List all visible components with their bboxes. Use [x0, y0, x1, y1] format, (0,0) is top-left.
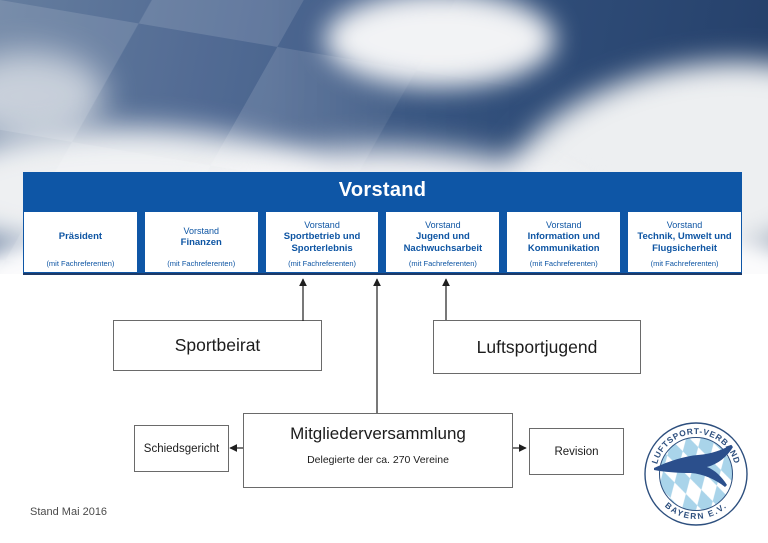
stand-date-label: Stand Mai 2016 — [30, 506, 108, 518]
mitgliederversammlung-box: Mitgliederversammlung Delegierte der ca.… — [243, 413, 513, 488]
revision-label: Revision — [554, 445, 599, 458]
vorstand-title: Vorstand — [338, 179, 427, 201]
luftsportjugend-box: Luftsportjugend — [433, 320, 641, 374]
board-box-pre: Vorstand — [666, 220, 703, 231]
logo-lozenge-field — [659, 437, 733, 511]
board-box-main: Vorstand Jugend und Nachwuchsarbeit — [388, 219, 497, 255]
board-box-pre: Vorstand — [545, 220, 582, 231]
luftsport-verband-bayern-logo: LUFTSPORT-VERBAND BAYERN E.V. — [644, 422, 748, 526]
board-box-main: Vorstand Finanzen — [147, 225, 256, 249]
mitgliederversammlung-title: Mitgliederversammlung — [290, 424, 466, 443]
board-box-sportbetrieb: Vorstand Sportbetrieb und Sporterlebnis … — [265, 212, 379, 272]
board-box-name: Technik, Umwelt und Flugsicherheit — [637, 231, 732, 255]
board-box-note: (mit Fachreferenten) — [650, 258, 719, 268]
board-box-technik: Vorstand Technik, Umwelt und Flugsicherh… — [628, 212, 741, 272]
mitgliederversammlung-subtitle: Delegierte der ca. 270 Vereine — [307, 454, 449, 466]
schiedsgericht-label: Schiedsgericht — [143, 442, 220, 455]
board-box-pre: Vorstand — [183, 225, 219, 236]
board-box-name: Information und Kommunikation — [527, 231, 600, 255]
board-box-main: Vorstand Sportbetrieb und Sporterlebnis — [268, 219, 377, 255]
logo-inner-ring — [659, 437, 733, 511]
board-box-name: Sportbetrieb und Sporterlebnis — [283, 231, 361, 255]
board-box-note: (mit Fachreferenten) — [529, 258, 598, 268]
board-box-note: (mit Fachreferenten) — [167, 258, 236, 268]
sportbeirat-box: Sportbeirat — [113, 320, 322, 371]
bird-icon — [654, 445, 733, 487]
schiedsgericht-box: Schiedsgericht — [134, 425, 229, 472]
board-box-main: Vorstand Technik, Umwelt und Flugsicherh… — [630, 219, 739, 255]
board-box-note: (mit Fachreferenten) — [408, 258, 477, 268]
board-box-pre: Vorstand — [304, 220, 340, 231]
board-box-note: (mit Fachreferenten) — [288, 258, 357, 268]
luftsportjugend-label: Luftsportjugend — [476, 336, 598, 357]
board-box-name: Jugend und Nachwuchsarbeit — [403, 231, 483, 255]
board-box-main: Vorstand Information und Kommunikation — [509, 219, 618, 255]
board-box-finanzen: Vorstand Finanzen (mit Fachreferenten) — [144, 212, 258, 272]
board-box-note: (mit Fachreferenten) — [46, 259, 115, 268]
board-box-praesident: Präsident (mit Fachreferenten) — [24, 212, 137, 272]
vorstand-boxes-row: Präsident (mit Fachreferenten) Vorstand … — [24, 212, 741, 272]
board-box-information: Vorstand Information und Kommunikation (… — [507, 212, 621, 272]
revision-box: Revision — [529, 428, 624, 475]
board-box-jugend: Vorstand Jugend und Nachwuchsarbeit (mit… — [386, 212, 500, 272]
board-box-name: Finanzen — [180, 237, 222, 249]
board-box-pre: Vorstand — [425, 220, 461, 231]
sportbeirat-label: Sportbeirat — [174, 335, 261, 355]
board-box-name: Präsident — [58, 231, 103, 243]
board-box-main: Präsident — [26, 231, 135, 243]
vorstand-banner: Vorstand Präsident (mit Fachreferenten) … — [23, 172, 742, 275]
